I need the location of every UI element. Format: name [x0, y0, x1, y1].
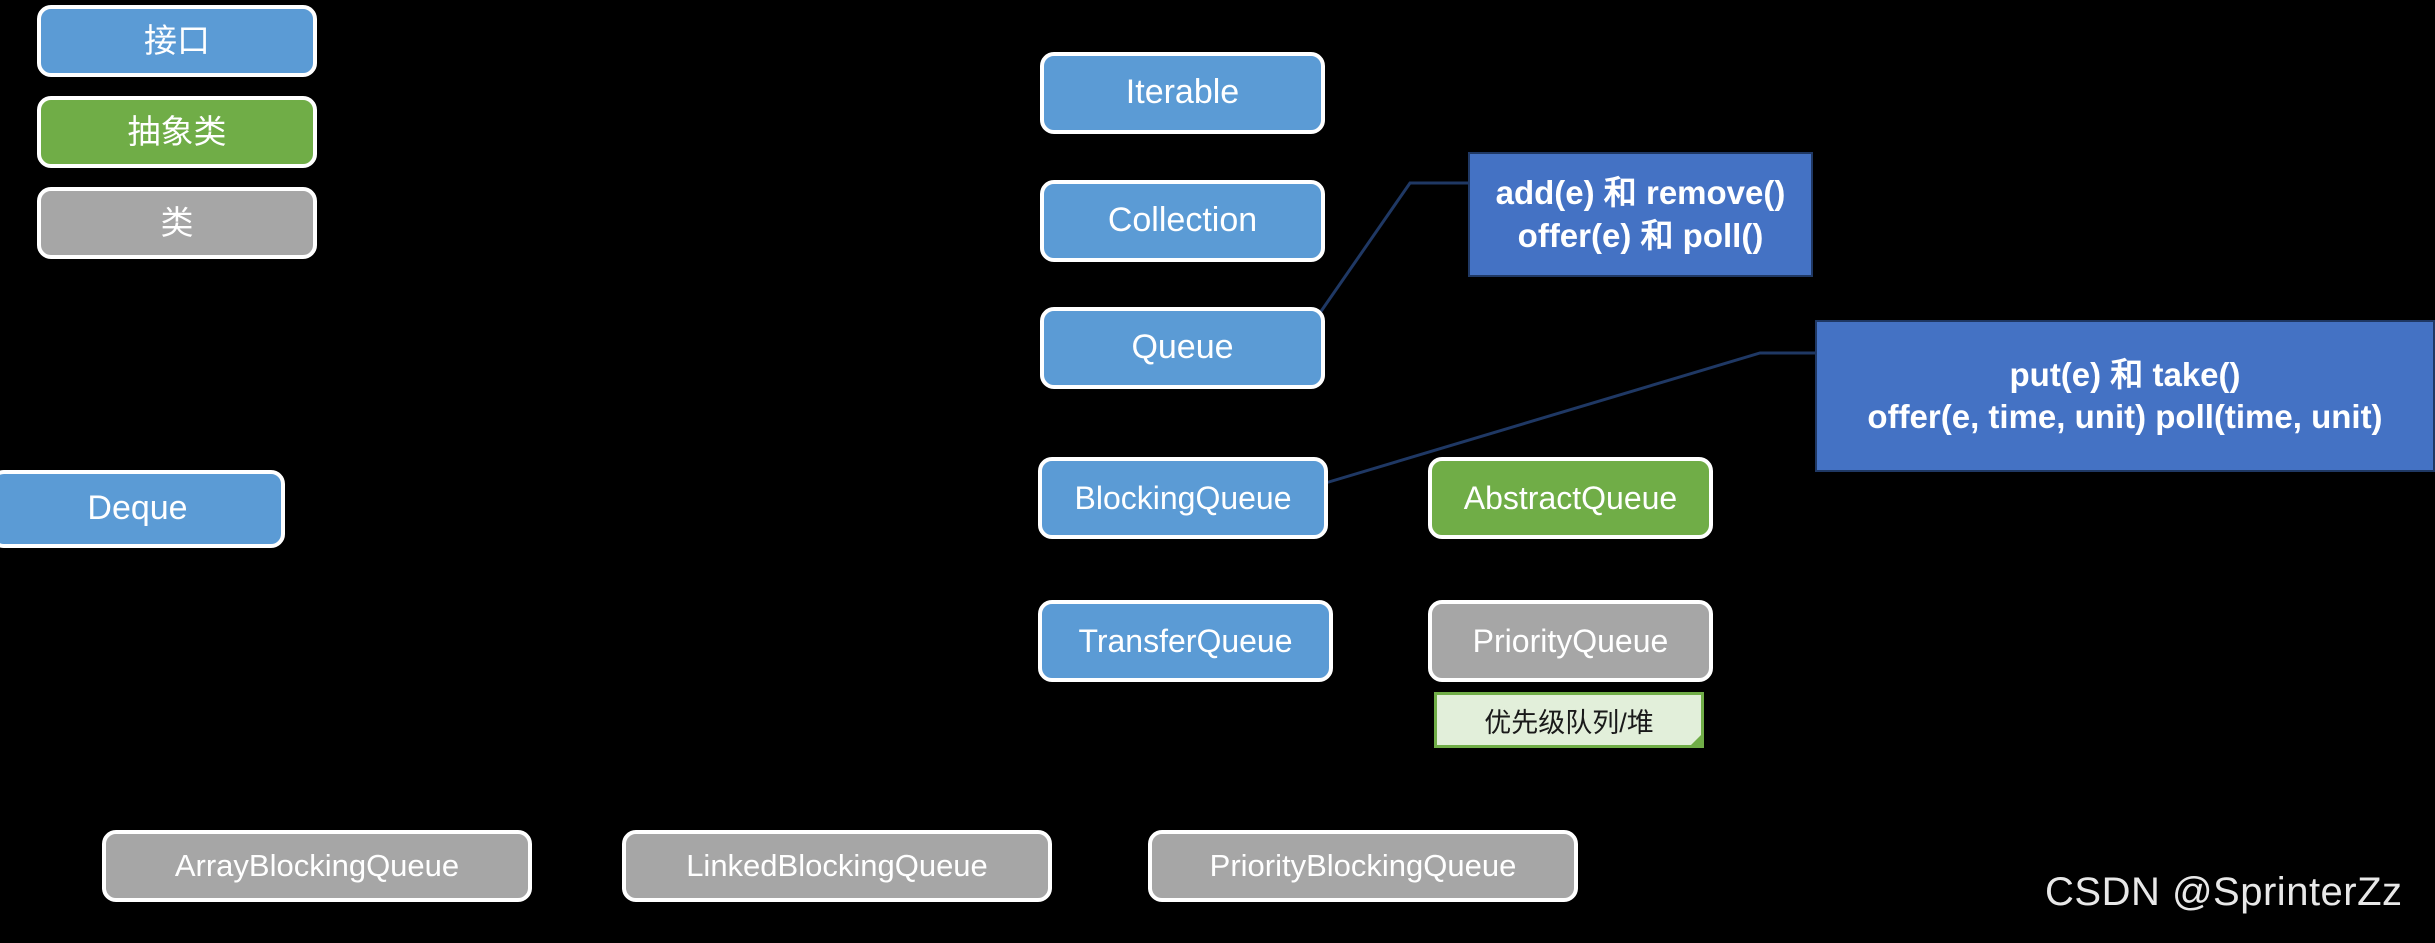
- legend-item-class: 类: [37, 187, 317, 259]
- node-label-deque: Deque: [87, 489, 188, 528]
- node-deque[interactable]: Deque: [0, 470, 285, 548]
- node-arrayblockingqueue[interactable]: ArrayBlockingQueue: [102, 830, 532, 902]
- legend-item-interface: 接口: [37, 5, 317, 77]
- callout-queue-methods-line-1: add(e) 和 remove(): [1495, 174, 1786, 212]
- callout-blockingqueue-methods-line-1: put(e) 和 take(): [2009, 355, 2241, 393]
- legend-item-abstract-class: 抽象类: [37, 96, 317, 168]
- note-fold-corner-icon: [1688, 732, 1704, 748]
- node-priorityqueue[interactable]: PriorityQueue: [1428, 600, 1713, 682]
- node-transferqueue[interactable]: TransferQueue: [1038, 600, 1333, 682]
- node-label-blockingqueue: BlockingQueue: [1074, 479, 1292, 516]
- node-label-transferqueue: TransferQueue: [1078, 622, 1293, 659]
- node-blockingqueue[interactable]: BlockingQueue: [1038, 457, 1328, 539]
- callout-queue-methods-line-2: offer(e) 和 poll(): [1517, 216, 1764, 254]
- node-linkedblockingqueue[interactable]: LinkedBlockingQueue: [622, 830, 1052, 902]
- legend-label-class: 类: [160, 204, 194, 242]
- connector-queue-to-callout: [1313, 181, 1468, 321]
- node-label-priorityblockingqueue: PriorityBlockingQueue: [1209, 848, 1517, 884]
- legend-label-abstract-class: 抽象类: [127, 113, 227, 151]
- node-label-arrayblockingqueue: ArrayBlockingQueue: [174, 848, 460, 884]
- node-label-priorityqueue: PriorityQueue: [1472, 622, 1669, 659]
- csdn-watermark: CSDN @SprinterZz: [2045, 870, 2403, 914]
- node-collection[interactable]: Collection: [1040, 180, 1325, 262]
- callout-blockingqueue-methods: put(e) 和 take() offer(e, time, unit) pol…: [1815, 320, 2435, 472]
- sticky-note-priorityqueue: 优先级队列/堆: [1434, 692, 1704, 748]
- node-queue[interactable]: Queue: [1040, 307, 1325, 389]
- legend-label-interface: 接口: [144, 22, 210, 60]
- node-label-queue: Queue: [1131, 328, 1234, 367]
- node-iterable[interactable]: Iterable: [1040, 52, 1325, 134]
- callout-blockingqueue-methods-line-2: offer(e, time, unit) poll(time, unit): [1867, 398, 2383, 435]
- node-label-collection: Collection: [1107, 201, 1258, 240]
- sticky-note-label: 优先级队列/堆: [1484, 707, 1654, 738]
- node-priorityblockingqueue[interactable]: PriorityBlockingQueue: [1148, 830, 1578, 902]
- node-label-linkedblockingqueue: LinkedBlockingQueue: [686, 848, 988, 884]
- node-label-iterable: Iterable: [1125, 73, 1240, 112]
- callout-queue-methods: add(e) 和 remove() offer(e) 和 poll(): [1468, 152, 1813, 277]
- node-label-abstractqueue: AbstractQueue: [1463, 479, 1678, 516]
- node-abstractqueue[interactable]: AbstractQueue: [1428, 457, 1713, 539]
